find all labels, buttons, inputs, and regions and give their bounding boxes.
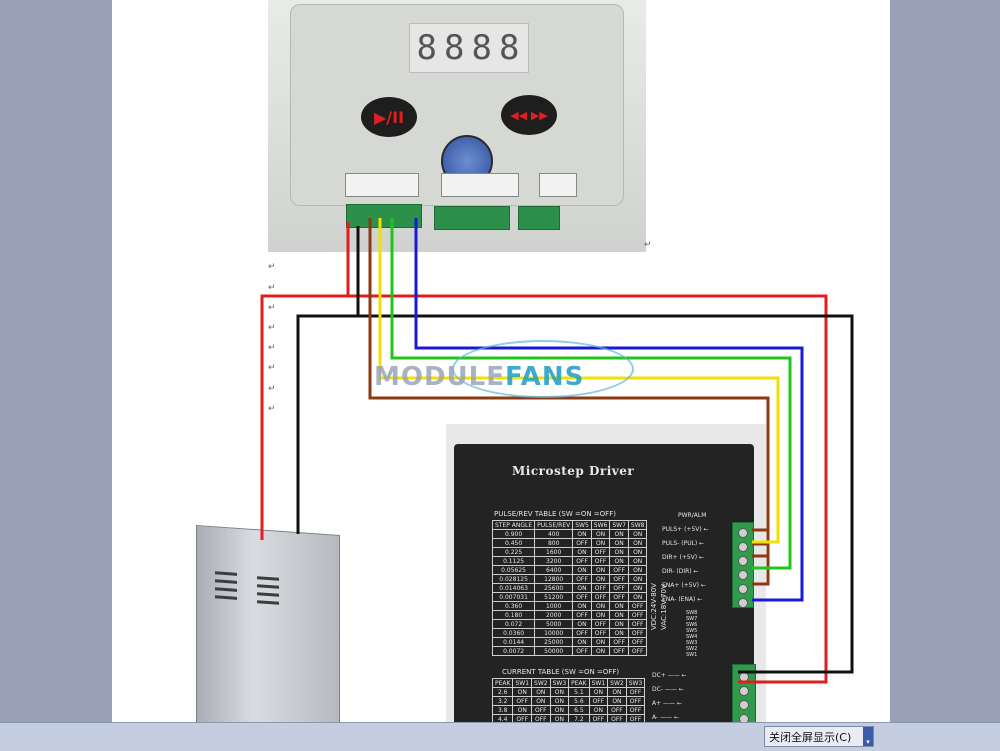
pulse-table-cell: 0.0072	[491, 646, 536, 656]
terminal-screw	[739, 686, 749, 696]
wire-brown	[752, 556, 770, 586]
terminal-screw	[739, 714, 749, 722]
paragraph-mark: ↵	[268, 303, 276, 313]
power-pin-label: DC+ —— ←	[652, 672, 687, 679]
document-margin-left	[0, 0, 112, 722]
watermark-ring	[452, 340, 634, 398]
wire-black	[296, 226, 360, 534]
switch-label: SW1	[686, 652, 698, 658]
paragraph-mark: ↵	[268, 384, 276, 394]
terminal-label-strip	[345, 173, 419, 197]
power-pin-label: A- —— ←	[652, 714, 679, 721]
controller-box: 8 8 8 8 ▶/II ◀◀ ▶▶	[290, 4, 624, 206]
current-table-title: CURRENT TABLE (SW =ON =OFF)	[502, 668, 620, 676]
stepper-driver-photo: Microstep Driver PULSE/REV TABLE (SW =ON…	[446, 424, 766, 722]
current-table-cell: 7.2	[568, 714, 590, 722]
terminal-screw	[738, 528, 748, 538]
display-digit: 8	[444, 28, 467, 68]
terminal-label-strip	[539, 173, 577, 197]
wire-black	[358, 314, 854, 674]
display-digit: 8	[471, 28, 494, 68]
wiring-diagram	[260, 218, 854, 684]
direction-button-photo: ◀◀ ▶▶	[501, 95, 557, 135]
wire-red	[348, 294, 828, 684]
terminal-screw	[739, 700, 749, 710]
paragraph-mark: ↵	[268, 363, 276, 373]
paragraph-mark: ↵	[268, 323, 276, 333]
paragraph-mark: ↵	[644, 240, 652, 250]
current-table-cell: OFF	[625, 714, 646, 722]
signal-pin-label: ENA+ (+5V) ←	[662, 582, 706, 589]
seven-segment-display: 8 8 8 8	[409, 23, 529, 73]
wire-red	[260, 222, 350, 540]
switch-label: SW6	[686, 622, 698, 628]
wire-brown	[752, 544, 770, 558]
driver-title: Microstep Driver	[512, 464, 635, 478]
pulse-table-title: PULSE/REV TABLE (SW =ON =OFF)	[494, 510, 616, 518]
controller-terminal-block	[518, 206, 560, 230]
switch-label: SW3	[686, 640, 698, 646]
signal-pin-label: DIR+ (+5V) ←	[662, 554, 705, 561]
wire-blue	[414, 218, 804, 602]
current-table-cell: 4.4	[491, 714, 514, 722]
watermark-text: FANS	[505, 362, 585, 392]
close-fullscreen-label: 关闭全屏显示(C)	[769, 730, 852, 744]
pulse-table-cell: 50000	[534, 646, 574, 656]
paragraph-mark: ↵	[268, 343, 276, 353]
switch-label: SW4	[686, 634, 698, 640]
controller-photo: 8 8 8 8 ▶/II ◀◀ ▶▶	[268, 0, 646, 252]
wire-green	[390, 218, 792, 570]
dropdown-arrow-icon[interactable]: ▾	[863, 727, 873, 746]
pwr-alm-label: PWR/ALM	[678, 512, 707, 519]
signal-pin-label: ENA- (ENA) ←	[662, 596, 703, 603]
power-pin-label: DC- —— ←	[652, 686, 684, 693]
switch-label: SW5	[686, 628, 698, 634]
watermark: MODULEFANS	[374, 362, 584, 392]
pulse-table-cell: OFF	[627, 646, 648, 656]
terminal-label-strip	[441, 173, 519, 197]
play-pause-icon: ▶/II	[373, 107, 405, 127]
wire-brown	[368, 218, 770, 532]
document-page: 8 8 8 8 ▶/II ◀◀ ▶▶ ↵ ↵ ↵ ↵ ↵ ↵ ↵ ↵ ↵	[112, 0, 890, 722]
controller-terminal-block	[434, 206, 510, 230]
wire-yellow	[378, 218, 780, 544]
watermark-text: MODULE	[374, 362, 505, 392]
terminal-screw	[738, 542, 748, 552]
document-margin-right	[890, 0, 1000, 722]
display-digit: 8	[498, 28, 522, 68]
switch-label: SW8	[686, 610, 698, 616]
switch-label: SW2	[686, 646, 698, 652]
play-pause-button-photo: ▶/II	[361, 97, 417, 137]
signal-pin-label: DIR- (DIR) ←	[662, 568, 699, 575]
rewind-forward-icon: ◀◀ ▶▶	[510, 108, 548, 122]
switch-label: SW7	[686, 616, 698, 622]
paragraph-mark: ↵	[268, 262, 276, 272]
controller-terminal-block	[346, 204, 422, 228]
close-fullscreen-button[interactable]: 关闭全屏显示(C) ▾	[764, 726, 874, 747]
signal-pin-label: PULS+ (+5V) ←	[662, 526, 709, 533]
paragraph-mark: ↵	[268, 283, 276, 293]
display-digit: 8	[416, 28, 440, 68]
signal-pin-label: PULS- (PUL) ←	[662, 540, 705, 547]
paragraph-mark: ↵	[268, 404, 276, 414]
power-pin-label: A+ —— ←	[652, 700, 682, 707]
terminal-screw	[738, 556, 748, 566]
status-bar: 关闭全屏显示(C) ▾	[0, 722, 1000, 751]
terminal-screw	[738, 584, 748, 594]
terminal-screw	[738, 598, 748, 608]
terminal-screw	[738, 570, 748, 580]
